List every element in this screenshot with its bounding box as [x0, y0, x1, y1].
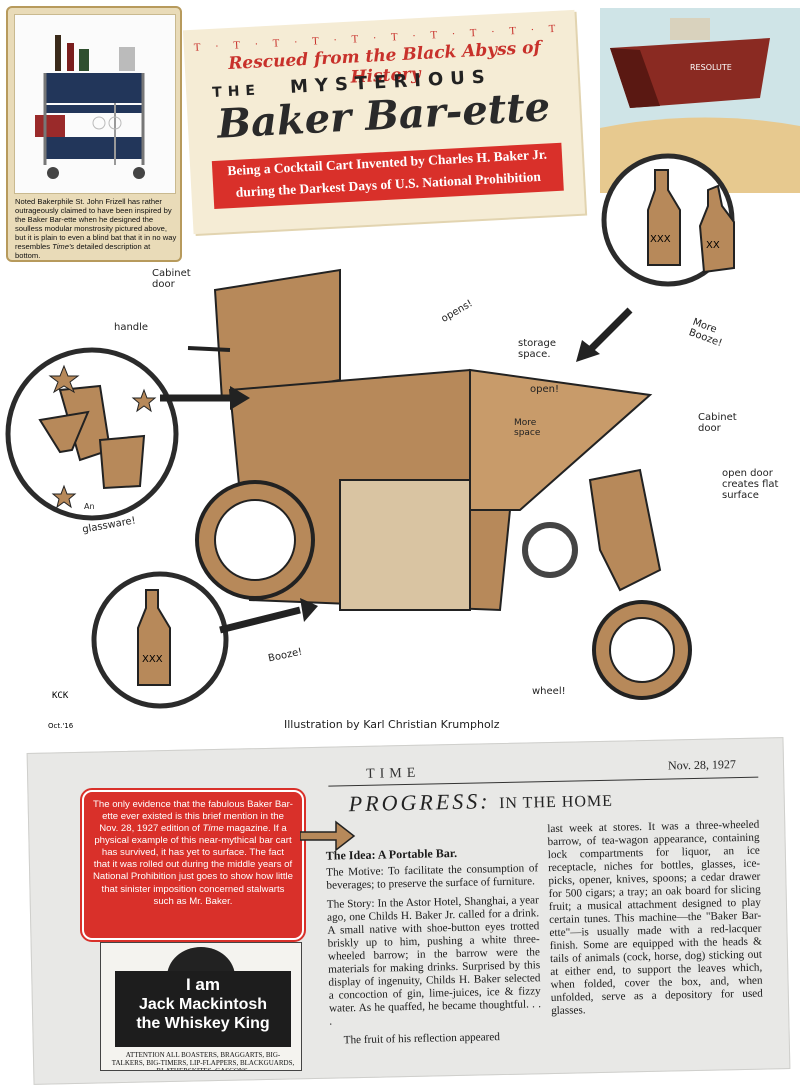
bar-cart-photo: [14, 14, 176, 194]
label-cabinet-door-top: Cabinet door: [152, 268, 191, 290]
cart-illustration: XXX XX XXX KCK Oct.'16: [5, 153, 735, 730]
svg-text:XXX: XXX: [142, 654, 163, 665]
time-masthead: TIME: [365, 765, 421, 782]
ad-portrait: [167, 947, 235, 977]
whiskey-king-ad: I am Jack Mackintosh the Whiskey King AT…: [100, 942, 302, 1071]
frizell-photo-card: Noted Bakerphile St. John Frizell has ra…: [6, 6, 182, 262]
label-open-door-flat: open door creates flat surface: [722, 468, 779, 501]
modular-cart-image: [35, 35, 145, 179]
booze-bubble: XXX: [91, 571, 229, 709]
page-title: Baker Bar-ette: [216, 83, 552, 148]
ad-headline-box: I am Jack Mackintosh the Whiskey King: [115, 971, 291, 1047]
artist-signature: KCK: [52, 691, 69, 701]
booze-arrow: [219, 606, 301, 634]
photo-caption: Noted Bakerphile St. John Frizell has ra…: [15, 197, 177, 260]
illustration-credit: Illustration by Karl Christian Krumpholz: [284, 718, 500, 731]
more-booze-arrow: [587, 307, 633, 353]
bar-cart-drawing: [187, 268, 692, 700]
label-more-space: More space: [514, 418, 541, 438]
label-open: open!: [530, 384, 559, 395]
callout-arrow-icon: [300, 820, 356, 852]
ship-illustration: RESOLUTE: [600, 8, 800, 193]
time-section-heading: PROGRESS: IN THE HOME: [348, 788, 614, 817]
signature-date: Oct.'16: [48, 722, 74, 730]
evidence-callout: The only evidence that the fabulous Bake…: [80, 788, 306, 942]
label-cabinet-door-right: Cabinet door: [698, 412, 737, 434]
label-an: An: [84, 502, 95, 511]
ship-name: RESOLUTE: [690, 63, 732, 72]
more-booze-bubble: XXX XX: [601, 153, 735, 287]
ad-small-print: ATTENTION ALL BOASTERS, BRAGGARTS, BIG-T…: [111, 1051, 295, 1071]
glassware-bubble: [5, 347, 179, 521]
label-storage-space: storage space.: [518, 338, 556, 360]
label-wheel: wheel!: [532, 686, 566, 697]
svg-text:XX: XX: [706, 240, 720, 251]
svg-text:XXX: XXX: [650, 234, 671, 245]
time-column-2: last week at stores. It was a three-whee…: [547, 818, 763, 1018]
label-handle: handle: [114, 322, 149, 333]
time-date: Nov. 28, 1927: [667, 757, 737, 773]
time-column-1: The Idea: A Portable Bar. The Motive: To…: [325, 845, 542, 1047]
